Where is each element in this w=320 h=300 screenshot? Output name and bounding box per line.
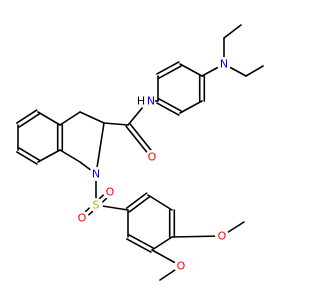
bond-p1-p2-b [125,192,148,209]
bond-C13-O1-b [128,122,155,155]
bond-C8a-C1 [59,149,81,163]
atom-n-amide: H N [137,93,155,109]
structure-canvas: N H N O N S O O [15,24,264,281]
atom-o-carbonyl: O [145,150,159,164]
bond-b7-b8-a [16,151,38,165]
atom-o-sulfonyl-top: O [103,185,117,199]
atom-label-s-sulfonyl: S [93,199,100,212]
bond-p4-O4 [171,235,223,238]
bond-p4-p5 [151,236,173,251]
bond-r3-r4-b [156,102,180,116]
bond-r6-r1 [179,63,203,77]
atom-label-h-amide: H [137,95,145,108]
bond-p5-p6-a [128,234,154,249]
atom-label-o-methoxy-3: O [177,260,186,273]
atom-label-n-ring: N [92,168,100,181]
bond-p5-p6-b [126,238,152,253]
bond-b8-C8a [37,149,61,163]
bond-eA2-eA1 [223,24,242,39]
bond-p1-p2-a [128,196,151,213]
bond-C4-C4a [59,111,81,126]
bond-C13-C3 [103,122,129,126]
bond-r3-r4-a [158,98,182,112]
bond-r5-r6-b [156,61,180,75]
atom-s-sulfonyl: S [89,198,103,212]
bond-p2-p3 [147,194,173,211]
bond-N2-C3 [95,122,105,175]
atom-n-ring: N [89,167,103,181]
atom-label-o-methoxy-4: O [218,230,227,243]
atom-o-methoxy-4: O [215,229,229,243]
bond-eB1-eB2 [245,65,264,77]
bond-b5-b6-a [15,109,38,124]
atom-label-o-carbonyl: O [148,151,157,164]
bond-r2-r3 [179,100,203,114]
bond-C3-C4 [79,111,105,124]
molecule-diagram: N H N O N S O O [15,24,264,281]
atom-label-layer: N H N O N S O O [75,57,231,273]
atom-o-methoxy-3: O [174,259,188,273]
bond-b5-b6-b [18,113,41,128]
bond-b7-b8-b [18,147,40,161]
atom-o-sulfonyl-bottom: O [75,211,89,225]
bond-C13-O1-a [125,125,152,158]
bond-r5-r6-a [158,65,182,79]
atom-label-n-diethylamino: N [220,58,228,71]
atom-n-diethylamino: N [217,57,231,71]
bond-C4a-b5 [37,111,61,126]
atom-label-o-sulfonyl-top: O [106,186,115,199]
atom-label-o-sulfonyl-bottom: O [78,212,87,225]
atom-label-n-amide: N [147,95,155,108]
